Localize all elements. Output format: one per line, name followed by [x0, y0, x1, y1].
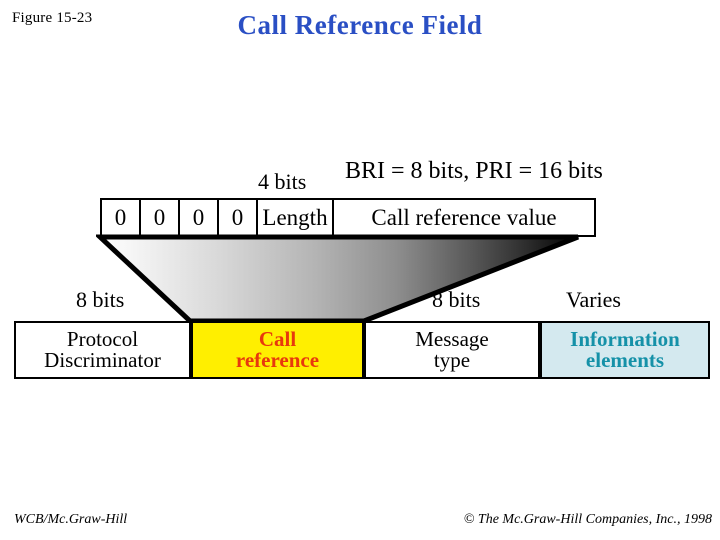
caption-eight-bits-left: 8 bits	[76, 287, 125, 312]
frame-field-label-line2: reference	[235, 348, 320, 372]
caption-four-bits: 4 bits	[258, 169, 307, 194]
caption-varies: Varies	[566, 287, 621, 312]
caption-eight-bits-right: 8 bits	[432, 287, 481, 312]
funnel-connector-shape	[96, 234, 579, 324]
bitfield-cell: Length	[258, 200, 334, 235]
bitfield-cell: 0	[102, 200, 141, 235]
caption-bri-pri-bits: BRI = 8 bits, PRI = 16 bits	[345, 158, 603, 184]
bitfield-cell: 0	[180, 200, 219, 235]
bitfield-cell: 0	[141, 200, 180, 235]
frame-field-label-line1: Message	[415, 326, 489, 351]
footer-publisher: WCB/Mc.Graw-Hill	[14, 512, 128, 527]
frame-field-label-line2: Discriminator	[44, 348, 161, 372]
footer-copyright: © The Mc.Graw-Hill Companies, Inc., 1998	[463, 512, 712, 527]
frame-field-label-line1: Call	[258, 326, 297, 351]
bitfield-cell: 0	[219, 200, 258, 235]
frame-field-label-line2: type	[433, 348, 471, 372]
frame-field-label-line1: Information	[570, 326, 680, 351]
bitfield-cell: Call reference value	[334, 200, 594, 235]
frame-field-label-line1: Protocol	[66, 326, 139, 351]
frame-field-label-line2: elements	[585, 348, 665, 372]
figure-number-label: Figure 15-23	[12, 10, 93, 26]
page-title: Call Reference Field	[237, 10, 483, 40]
